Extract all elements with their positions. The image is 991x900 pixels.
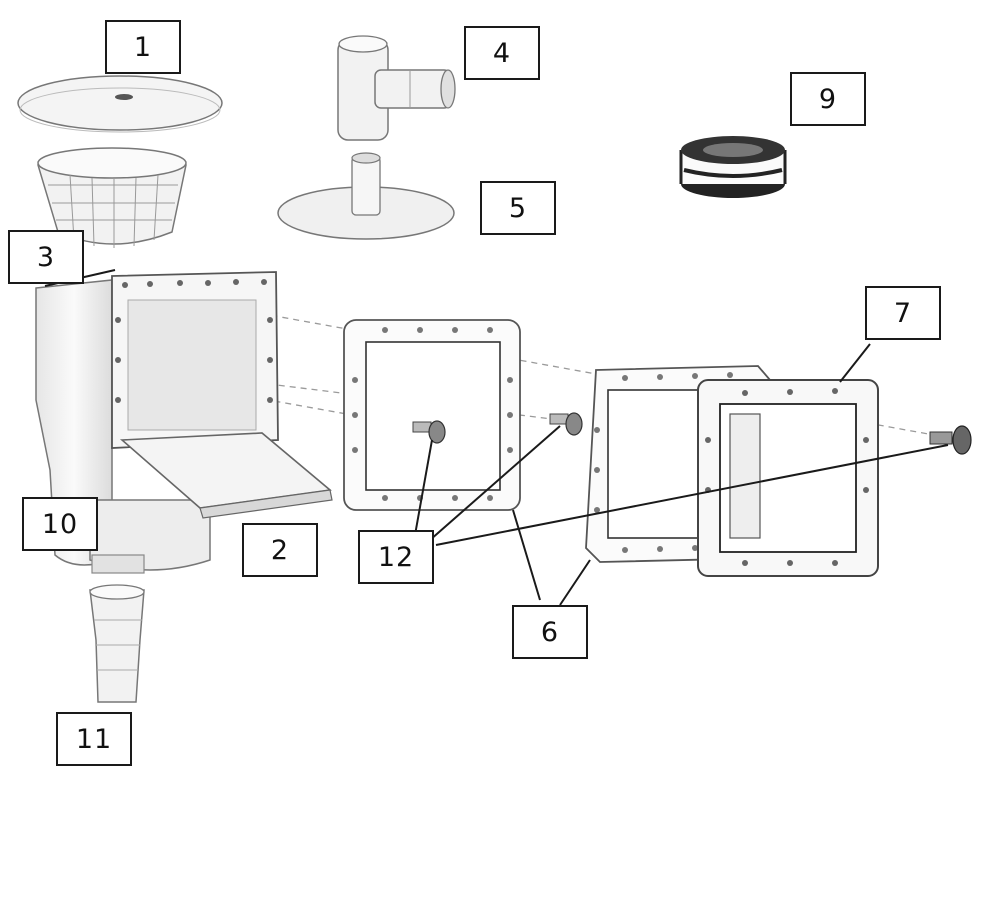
callout-10: 10	[22, 497, 98, 551]
screw-part-1	[412, 420, 446, 444]
callout-9: 9	[790, 72, 866, 126]
callout-4: 4	[464, 26, 540, 80]
callout-6: 6	[512, 605, 588, 659]
callout-2: 2	[242, 523, 318, 577]
face-plate-part	[697, 379, 879, 577]
gasket-part-left	[343, 319, 521, 511]
callout-5: 5	[480, 181, 556, 235]
skimmer-basket-part	[37, 147, 187, 248]
callout-11: 11	[56, 712, 132, 766]
screw-part-3	[929, 425, 972, 455]
callout-1: 1	[105, 20, 181, 74]
elbow-fitting-part	[337, 35, 456, 141]
weir-door-part	[119, 432, 333, 519]
sealing-tape-roll-part	[679, 136, 787, 198]
skimmer-lid-part	[17, 75, 223, 133]
vacuum-plate-part	[277, 152, 455, 240]
hose-adapter-part	[89, 584, 145, 703]
skimmer-body-part	[35, 271, 279, 574]
screw-part-2	[549, 412, 583, 436]
callout-3: 3	[8, 230, 84, 284]
callout-12: 12	[358, 530, 434, 584]
callout-7: 7	[865, 286, 941, 340]
